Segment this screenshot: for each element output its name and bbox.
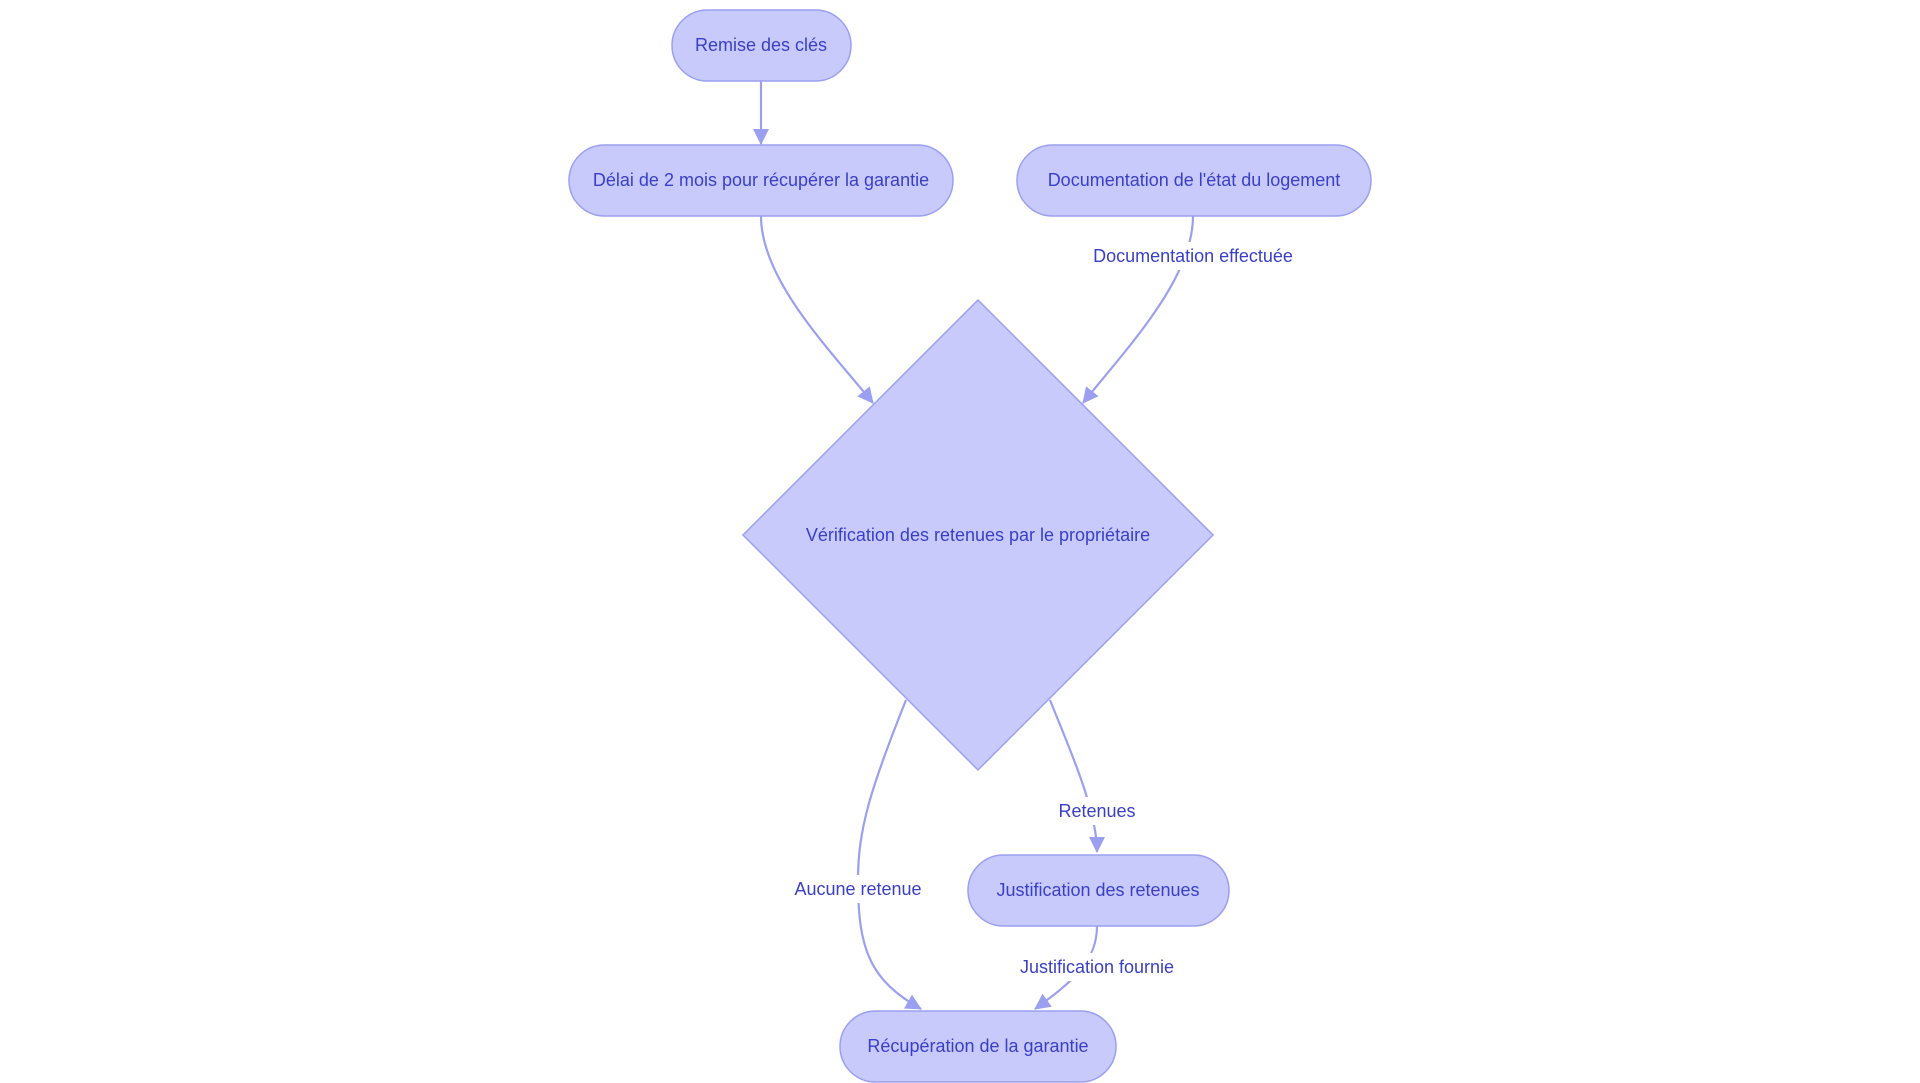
node-label: Justification des retenues bbox=[996, 880, 1199, 900]
node-label: Remise des clés bbox=[695, 35, 827, 55]
edge-label-background bbox=[1085, 242, 1301, 270]
edge-label-justification-fournie: Justification fournie bbox=[1012, 953, 1182, 981]
node-shape bbox=[1016, 144, 1372, 217]
node-shape bbox=[568, 144, 954, 217]
node-documentation-etat-logement[interactable]: Documentation de l'état du logement bbox=[1016, 144, 1372, 217]
node-recuperation-garantie[interactable]: Récupération de la garantie bbox=[839, 1010, 1117, 1083]
node-shape bbox=[671, 9, 852, 82]
edge-labels: Documentation effectuée Retenues Aucune … bbox=[789, 242, 1301, 981]
edge-label-background bbox=[1054, 797, 1140, 825]
edge-delai-to-verification bbox=[759, 215, 874, 404]
edge-verification-to-recuperation bbox=[856, 699, 922, 1010]
node-label: Vérification des retenues par le proprié… bbox=[806, 525, 1150, 545]
node-label: Documentation de l'état du logement bbox=[1048, 170, 1341, 190]
edge-label-text: Documentation effectuée bbox=[1093, 246, 1293, 266]
edge-verification-to-justification bbox=[1048, 699, 1105, 853]
edge-documentation-to-verification bbox=[1082, 215, 1195, 404]
edge-label-background bbox=[789, 875, 927, 903]
node-shape bbox=[967, 854, 1230, 927]
edge-label-retenues: Retenues bbox=[1054, 797, 1140, 825]
node-remise-des-cles[interactable]: Remise des clés bbox=[671, 9, 852, 82]
edge-label-text: Justification fournie bbox=[1020, 957, 1174, 977]
edge-label-documentation-effectuee: Documentation effectuée bbox=[1085, 242, 1301, 270]
node-delai-2-mois[interactable]: Délai de 2 mois pour récupérer la garant… bbox=[568, 144, 954, 217]
node-verification-retenues[interactable]: Vérification des retenues par le proprié… bbox=[741, 298, 1215, 772]
edge-label-background bbox=[1012, 953, 1182, 981]
node-label: Délai de 2 mois pour récupérer la garant… bbox=[593, 170, 929, 190]
node-justification-retenues[interactable]: Justification des retenues bbox=[967, 854, 1230, 927]
node-label: Récupération de la garantie bbox=[867, 1036, 1088, 1056]
edge-label-text: Retenues bbox=[1058, 801, 1135, 821]
node-shape bbox=[839, 1010, 1117, 1083]
edge-label-text: Aucune retenue bbox=[794, 879, 921, 899]
decision-diamond bbox=[741, 298, 1215, 772]
edge-label-aucune-retenue: Aucune retenue bbox=[789, 875, 927, 903]
nodes: Remise des clés Délai de 2 mois pour réc… bbox=[568, 9, 1372, 1083]
